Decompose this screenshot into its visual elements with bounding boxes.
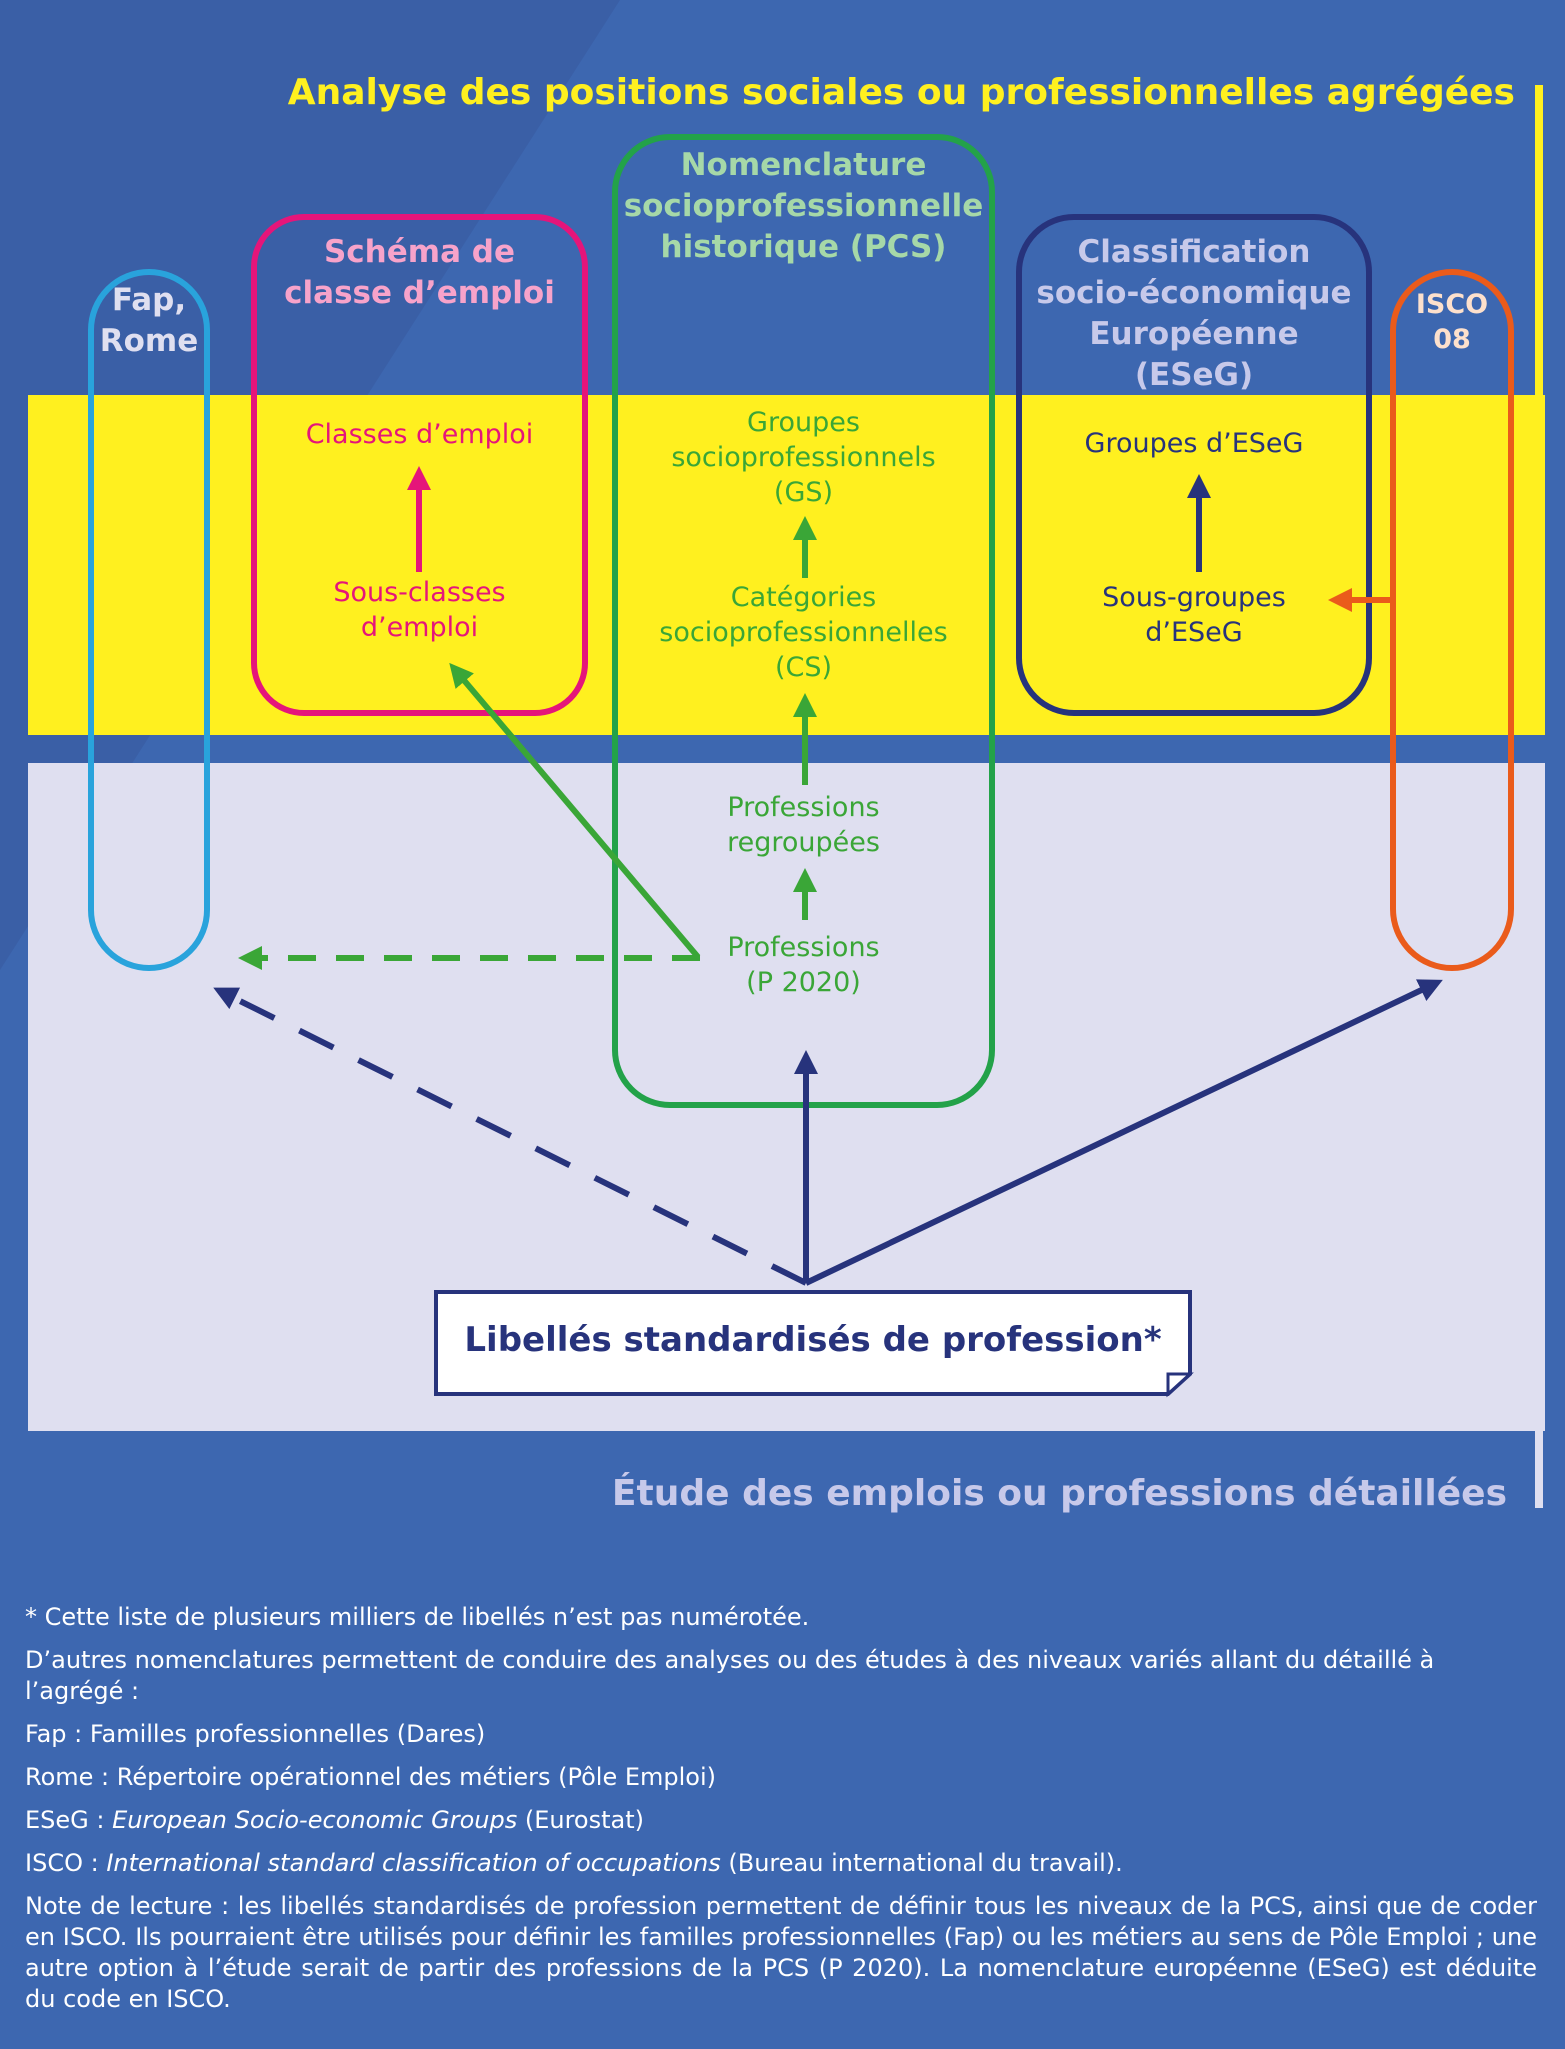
note-asterisk: * Cette liste de plusieurs milliers de l…	[25, 1603, 810, 1631]
schema-box	[251, 214, 588, 716]
libelle-label: Libellés standardisés de profession*	[464, 1320, 1162, 1360]
header-aggregated: Analyse des positions sociales ou profes…	[287, 72, 1515, 113]
eseg-title: Classification socio-économique Européen…	[1036, 234, 1352, 393]
note-isco: ISCO : International standard classifica…	[25, 1849, 1123, 1877]
eseg-level-bottom: Sous-groupes d’ESeG	[1102, 582, 1286, 648]
eseg-level-top: Groupes d’ESeG	[1084, 428, 1304, 459]
aggregated-band	[28, 395, 1545, 735]
note-reading: Note de lecture : les libellés standardi…	[25, 1892, 1537, 2013]
note-other-nomenclatures: D’autres nomenclatures permettent de con…	[25, 1646, 1435, 1705]
fap-box	[88, 269, 210, 971]
schema-title: Schéma de classe d’emploi	[284, 234, 555, 311]
note-fap: Fap : Familles professionnelles (Dares)	[25, 1720, 486, 1748]
fap-title: Fap, Rome	[99, 282, 199, 359]
note-eseg: ESeG : European Socio-economic Groups (E…	[25, 1806, 645, 1834]
note-rome: Rome : Répertoire opérationnel des métie…	[25, 1763, 717, 1791]
pcs-cs-label: Catégories socioprofessionnelles (CS)	[659, 582, 948, 683]
notes: * Cette liste de plusieurs milliers de l…	[25, 1602, 1537, 2027]
schema-level-bottom: Sous-classes d’emploi	[333, 577, 506, 643]
header-detailed: Étude des emplois ou professions détaill…	[611, 1473, 1507, 1514]
isco-box	[1390, 269, 1514, 971]
libelle-box-fold	[1166, 1372, 1194, 1398]
arrow-lib-to-fap-dashed	[213, 987, 808, 1286]
pcs-gs-label: Groupes socioprofessionnels (GS)	[671, 407, 936, 508]
pcs-title: Nomenclature socioprofessionnelle histor…	[623, 147, 984, 265]
pcs-p-label: Professions (P 2020)	[727, 932, 880, 998]
schema-level-top: Classes d’emploi	[305, 419, 534, 450]
pcs-pr-label: Professions regroupées	[727, 792, 880, 858]
isco-title: ISCO 08	[1415, 289, 1489, 355]
arrow-p-to-schema	[449, 662, 701, 959]
eseg-box	[1016, 214, 1372, 716]
arrow-lib-to-isco	[804, 979, 1443, 1286]
